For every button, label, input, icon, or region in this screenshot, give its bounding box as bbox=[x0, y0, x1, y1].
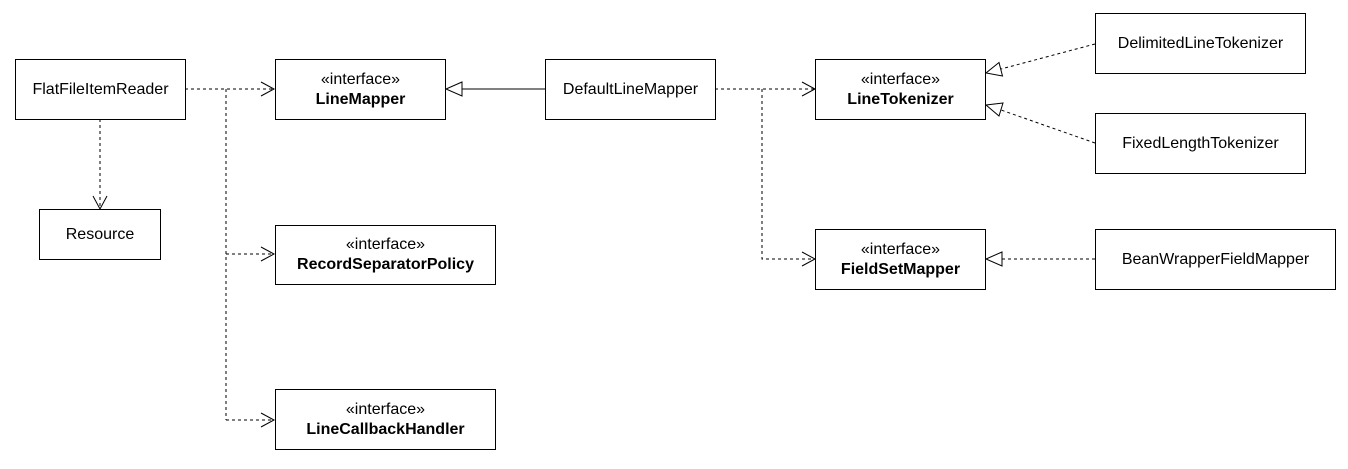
open-arrowhead bbox=[260, 246, 276, 262]
open-arrowhead bbox=[260, 412, 276, 428]
stereotype-label: «interface» bbox=[860, 240, 941, 258]
class-name: Resource bbox=[65, 225, 135, 243]
interface-recordseparatorpolicy: «interface» RecordSeparatorPolicy bbox=[275, 225, 496, 285]
hollow-triangle-arrowhead bbox=[984, 61, 1004, 77]
stereotype-label: «interface» bbox=[345, 236, 426, 253]
class-name: BeanWrapperFieldMapper bbox=[1121, 250, 1310, 268]
class-delimitedlinetokenizer: DelimitedLineTokenizer bbox=[1095, 13, 1306, 74]
interface-name: LineTokenizer bbox=[847, 90, 954, 108]
class-name: FixedLengthTokenizer bbox=[1122, 134, 1279, 152]
dependency-trunk-2 bbox=[761, 89, 814, 260]
interface-name: FieldSetMapper bbox=[840, 260, 961, 278]
interface-name: LineMapper bbox=[315, 90, 406, 108]
interface-linetokenizer: «interface» LineTokenizer bbox=[815, 59, 986, 120]
realization-fixedlength-linetokenizer bbox=[1000, 109, 1096, 144]
interface-name: RecordSeparatorPolicy bbox=[297, 256, 474, 273]
class-name: DefaultLineMapper bbox=[562, 80, 699, 98]
realization-delimited-linetokenizer bbox=[1000, 43, 1096, 70]
hollow-triangle-arrowhead bbox=[984, 102, 1004, 117]
stereotype-label: «interface» bbox=[320, 70, 401, 88]
hollow-triangle-arrowhead bbox=[444, 81, 463, 97]
interface-linemapper: «interface» LineMapper bbox=[275, 59, 446, 120]
class-defaultlinemapper: DefaultLineMapper bbox=[545, 59, 716, 120]
class-fixedlengthtokenizer: FixedLengthTokenizer bbox=[1095, 113, 1306, 174]
class-beanwrapperfieldmapper: BeanWrapperFieldMapper bbox=[1095, 229, 1336, 290]
class-resource: Resource bbox=[39, 209, 161, 260]
class-name: FlatFileItemReader bbox=[32, 80, 169, 98]
class-flatfileitemreader: FlatFileItemReader bbox=[15, 59, 186, 120]
stereotype-label: «interface» bbox=[860, 70, 941, 88]
interface-fieldsetmapper: «interface» FieldSetMapper bbox=[815, 229, 986, 290]
open-arrowhead bbox=[260, 81, 276, 97]
interface-name: LineCallbackHandler bbox=[306, 420, 465, 438]
interface-linecallbackhandler: «interface» LineCallbackHandler bbox=[275, 389, 496, 450]
stereotype-label: «interface» bbox=[345, 400, 426, 418]
hollow-triangle-arrowhead bbox=[984, 251, 1003, 267]
class-name: DelimitedLineTokenizer bbox=[1117, 34, 1284, 52]
